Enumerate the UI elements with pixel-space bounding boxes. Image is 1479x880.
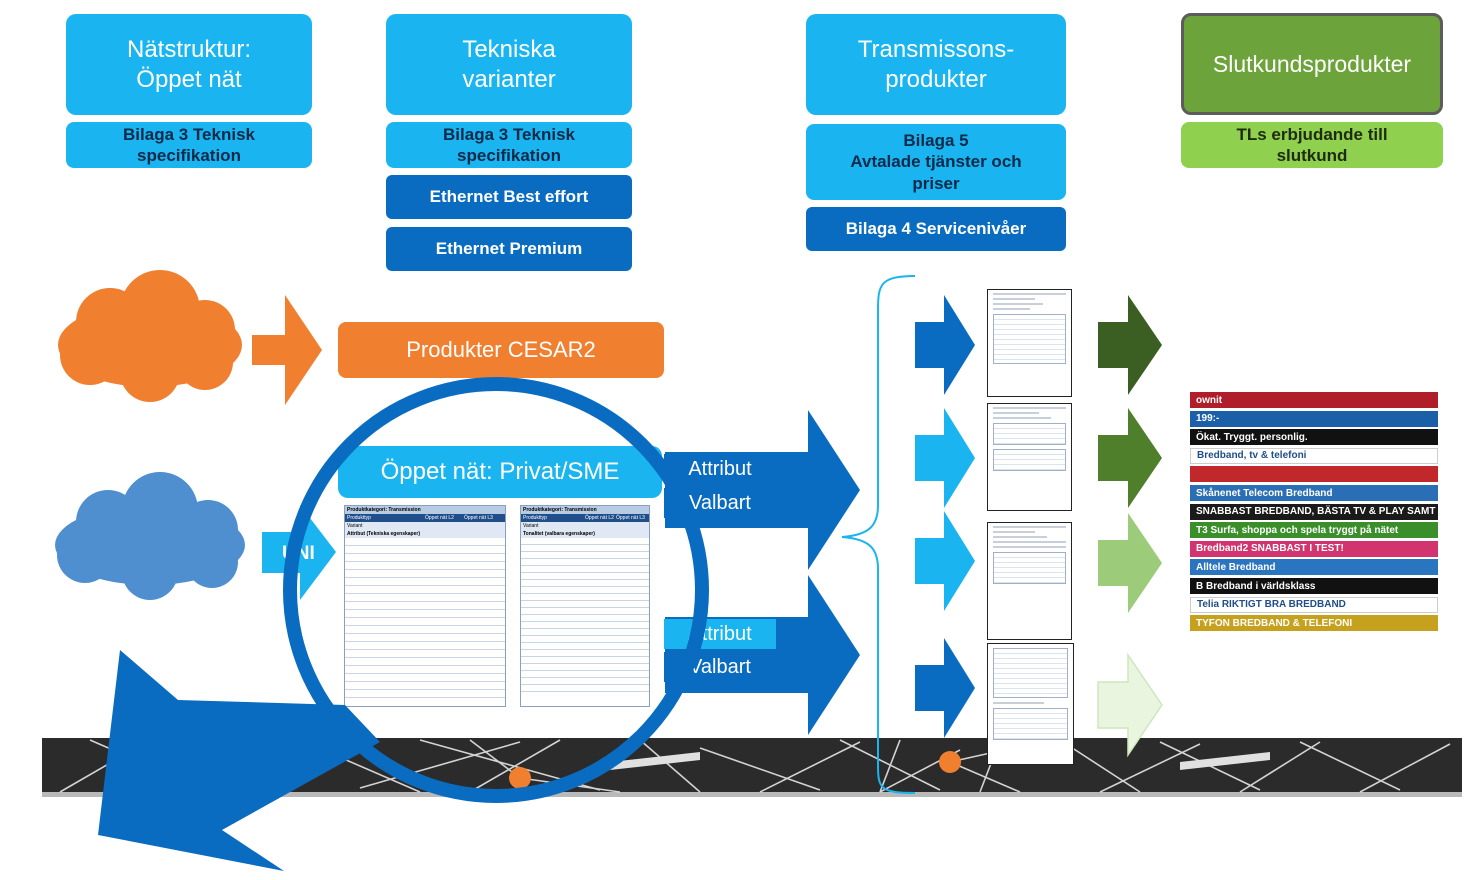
table-variant: Variant (521, 522, 649, 530)
ad-banner: Bredband2 SNABBAST I TEST! (1190, 540, 1438, 557)
table-header-cell: Öppet nät L2 (425, 515, 454, 521)
table-title: Produktkategori: Transmission (345, 506, 505, 514)
node-dot (939, 751, 961, 773)
table-header: Produkttyp Öppet nät L2 Öppet nät L3 (345, 514, 505, 522)
header-slutkund: Slutkundsprodukter (1181, 13, 1443, 115)
header-transmission: Transmissons- produkter (806, 14, 1066, 115)
table-left: Produktkategori: Transmission Produkttyp… (344, 505, 506, 707)
arrow-right-icon (915, 408, 975, 508)
ad-banner: TYFON BREDBAND & TELEFONI (1190, 615, 1438, 632)
sub-transmission: Bilaga 5 Avtalade tjänster och priser (806, 124, 1066, 200)
arrow-right-icon (1098, 513, 1162, 613)
document-thumbnail (987, 289, 1072, 397)
ad-banner: B Bredband i världsklass (1190, 578, 1438, 594)
ad-banner: Ökat. Tryggt. personlig. (1190, 429, 1438, 446)
ad-banner: 199:- (1190, 410, 1438, 427)
ad-banner: SNABBAST BREDBAND, BÄSTA TV & PLAY SAMT … (1190, 503, 1438, 520)
document-thumbnail (987, 522, 1072, 640)
variant-premium: Ethernet Premium (386, 227, 632, 271)
header-natstruktur: Nätstruktur: Öppet nät (66, 14, 312, 115)
table-header-cell: Öppet nät L3 (464, 515, 493, 521)
service-levels: Bilaga 4 Servicenivåer (806, 207, 1066, 251)
valbart-label-bottom: Valbart (664, 652, 776, 682)
valbart-label-top: Valbart (664, 488, 776, 518)
oppet-nat-box: Öppet nät: Privat/SME (338, 446, 662, 498)
cloud-icon (58, 270, 242, 402)
arrow-right-icon (915, 511, 975, 611)
ad-banner (1190, 466, 1438, 483)
cloud-icon (55, 472, 245, 600)
brace (841, 275, 916, 794)
ad-banner: ownit (1190, 392, 1438, 408)
table-title: Produktkategori: Transmission (521, 506, 649, 514)
table-attr: Tonalitet (valbara egenskaper) (521, 530, 649, 538)
ad-banner: Skånenet Telecom Bredband (1190, 485, 1438, 501)
arrow-right-icon (1098, 408, 1162, 508)
document-thumbnail (987, 643, 1074, 765)
table-variant: Variant (345, 522, 505, 530)
node-dot (509, 767, 531, 789)
arrow-right-icon (252, 295, 322, 405)
ad-banner: Alltele Bredband (1190, 559, 1438, 576)
uni-label: UNI (282, 543, 315, 564)
table-attr: Attribut (Tekniska egenskaper) (345, 530, 505, 538)
table-right: Produktkategori: Transmission Produkttyp… (520, 505, 650, 707)
arrow-right-icon (915, 295, 975, 395)
ad-banner: T3 Surfa, shoppa och spela tryggt på nät… (1190, 522, 1438, 539)
network-road (42, 738, 1462, 797)
sub-tekniska: Bilaga 3 Teknisk specifikation (386, 122, 632, 168)
arrow-right-icon (915, 638, 975, 738)
arrow-right-icon (1098, 295, 1162, 395)
table-header-cell: Produkttyp (347, 515, 371, 521)
table-header-cell: Öppet nät L3 (616, 515, 645, 521)
arrow-right-icon (1097, 652, 1163, 758)
attr-label-top: Attribut (664, 454, 776, 484)
header-tekniska: Tekniska varianter (386, 14, 632, 115)
table-header-cell: Öppet nät L2 (585, 515, 614, 521)
variant-best-effort: Ethernet Best effort (386, 175, 632, 219)
sub-natstruktur: Bilaga 3 Teknisk specifikation (66, 122, 312, 168)
table-header-cell: Produkttyp (523, 515, 547, 521)
sub-slutkund: TLs erbjudande till slutkund (1181, 122, 1443, 168)
produkter-cesar2: Produkter CESAR2 (338, 322, 664, 378)
ad-banner: Telia RIKTIGT BRA BREDBAND (1190, 596, 1438, 613)
attr-label-bottom: Attribut (664, 619, 776, 649)
table-rows (345, 538, 505, 698)
document-thumbnail (987, 403, 1072, 511)
table-rows (521, 538, 649, 698)
table-header: Produkttyp Öppet nät L2 Öppet nät L3 (521, 514, 649, 522)
ad-banner: Bredband, tv & telefoni (1190, 447, 1438, 464)
